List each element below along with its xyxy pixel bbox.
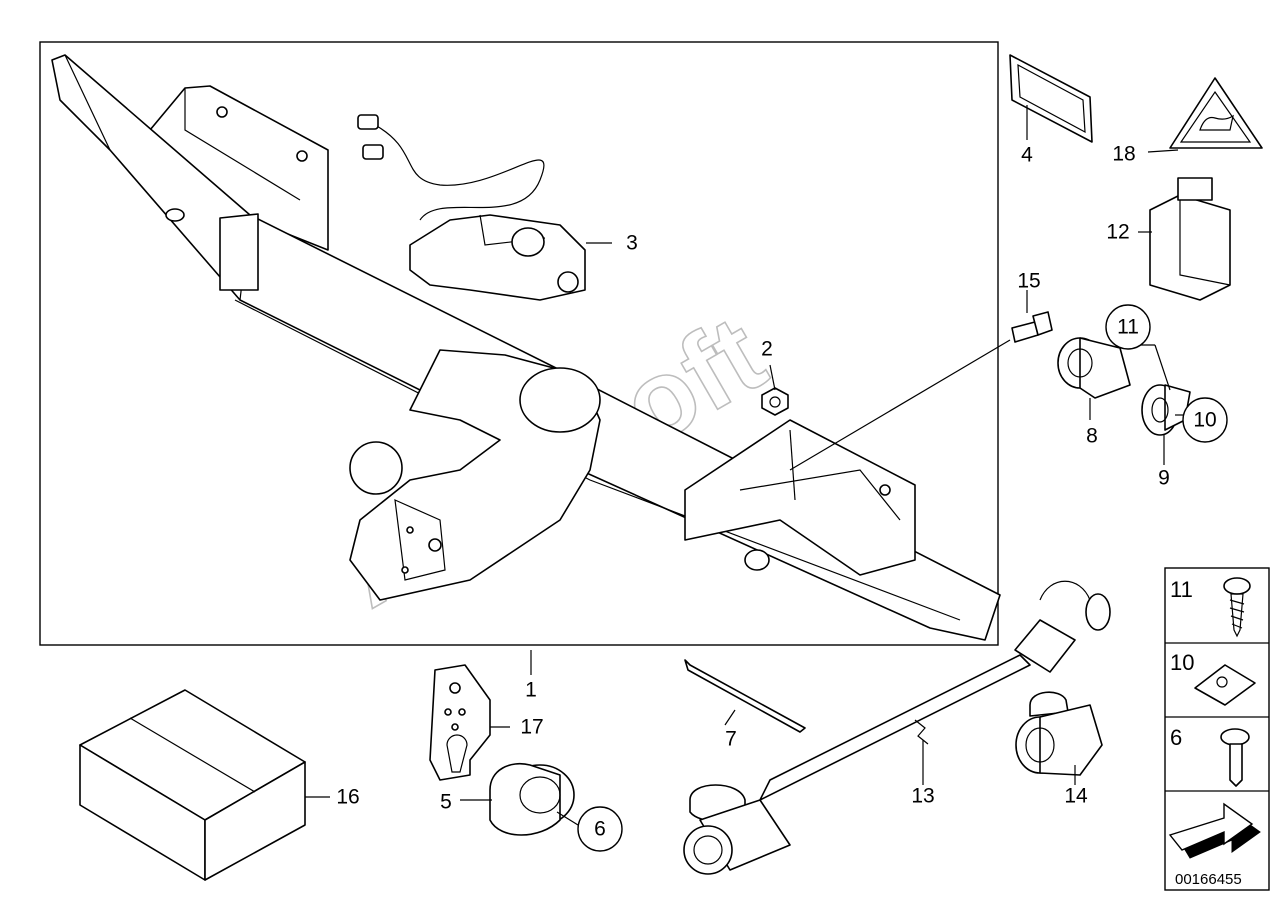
callout-14: 14 <box>1064 785 1088 808</box>
callout-6: 6 <box>594 818 606 841</box>
socket-base <box>489 763 575 836</box>
control-module <box>1149 177 1231 301</box>
electric-motor-unit <box>357 114 586 301</box>
socket-housing <box>1057 337 1131 399</box>
bolt <box>1011 311 1053 343</box>
side-panel-number-11: 11 <box>1170 577 1193 602</box>
packaging-box <box>79 689 306 881</box>
drawing-code: 00166455 <box>1175 871 1242 888</box>
callout-3: 3 <box>626 232 638 255</box>
callout-17: 17 <box>520 716 543 739</box>
side-panel-number-6: 6 <box>1170 725 1182 750</box>
navigation-arrow-icon <box>1168 802 1261 859</box>
tow-ball-neck <box>349 349 601 601</box>
mounting-plate <box>429 664 491 781</box>
leader-lines <box>305 105 1190 826</box>
callout-circles <box>577 304 1228 852</box>
clip-ring <box>1141 384 1191 436</box>
callout-15: 15 <box>1017 270 1040 293</box>
right-mounting-bracket <box>684 419 916 576</box>
side-panel-number-10: 10 <box>1170 650 1194 675</box>
callout-7: 7 <box>725 728 737 751</box>
callout-18: 18 <box>1112 143 1135 166</box>
callout-10: 10 <box>1193 409 1216 432</box>
callout-12: 12 <box>1106 221 1129 244</box>
callout-1: 1 <box>525 679 537 702</box>
callout-8: 8 <box>1086 425 1098 448</box>
trailer-socket <box>1015 691 1103 776</box>
trailer-wiring-harness <box>683 580 1111 875</box>
side-parts-panel: 11 10 6 <box>1164 567 1270 891</box>
callout-13: 13 <box>911 785 934 808</box>
callout-2: 2 <box>761 338 773 361</box>
warning-triangle-label <box>1169 77 1263 149</box>
cable-tie <box>684 659 806 733</box>
callout-11: 11 <box>1117 316 1139 339</box>
cover-plate <box>1009 54 1093 143</box>
callout-9: 9 <box>1158 467 1170 490</box>
main-assembly-frame <box>39 41 999 646</box>
hex-nut <box>761 387 789 416</box>
callout-4: 4 <box>1021 144 1033 167</box>
callout-5: 5 <box>440 791 452 814</box>
callout-16: 16 <box>336 786 359 809</box>
